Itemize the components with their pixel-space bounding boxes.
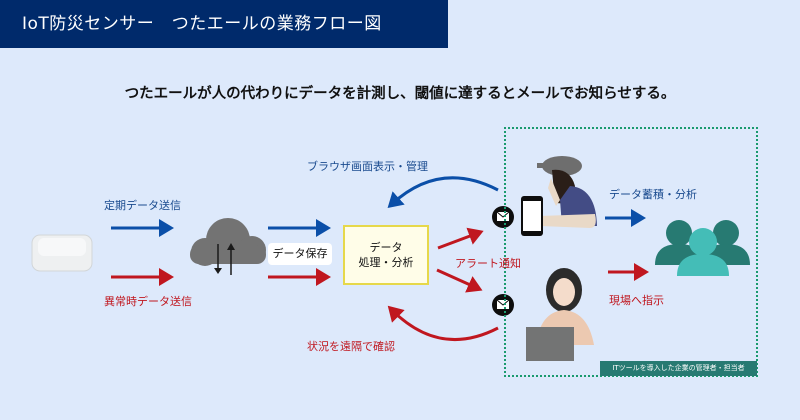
process-line-1: データ — [369, 241, 403, 254]
mail-icon-bottom — [492, 294, 514, 316]
mail-icon-top — [492, 206, 514, 228]
browser-view-label: ブラウザ画面表示・管理 — [307, 160, 428, 173]
abnormal-send-label: 異常時データ送信 — [104, 295, 192, 308]
worker-with-smartphone-icon — [521, 156, 597, 236]
page-title: IoT防災センサー つたエールの業務フロー図 — [0, 0, 448, 48]
alert-arrow-up — [437, 227, 484, 250]
data-processing-box: データ 処理・分析 — [343, 225, 429, 285]
data-store-label: データ保存 — [268, 243, 332, 265]
manager-with-laptop-icon — [526, 268, 594, 361]
process-line-2: 処理・分析 — [358, 256, 414, 269]
it-users-group-frame — [504, 127, 758, 377]
it-users-group-label: ITツールを導入した企業の管理者・担当者 — [600, 361, 757, 376]
team-icon — [655, 220, 750, 276]
remote-check-label: 状況を遠隔で確認 — [307, 340, 395, 353]
alert-arrow-down — [436, 268, 483, 293]
alert-notify-label: アラート通知 — [455, 257, 521, 270]
remote-check-arrow — [387, 305, 499, 341]
browser-view-arrow — [387, 176, 499, 209]
cloud-icon — [190, 218, 266, 275]
sensor-device-icon — [31, 234, 93, 272]
field-instruction-label: 現場へ指示 — [609, 294, 664, 307]
periodic-send-label: 定期データ送信 — [104, 199, 181, 212]
data-accumulate-label: データ蓄積・分析 — [609, 188, 697, 201]
page-subtitle: つたエールが人の代わりにデータを計測し、閾値に達するとメールでお知らせする。 — [124, 86, 676, 102]
